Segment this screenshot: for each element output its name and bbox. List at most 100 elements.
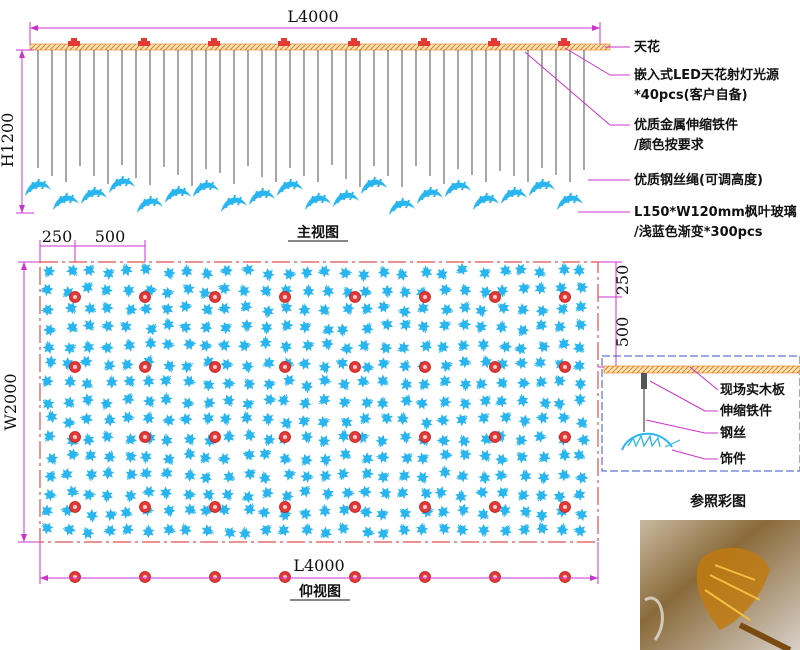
- plan-light: [279, 571, 291, 583]
- leaf-cluster: [221, 194, 247, 212]
- plan-light: [209, 571, 221, 583]
- plan-light: [209, 361, 221, 373]
- plan-outline: [39, 261, 599, 543]
- callout-ceiling: 天花: [634, 39, 660, 55]
- ceiling-light: [558, 38, 570, 46]
- leaf-cluster: [473, 192, 499, 210]
- plan-light: [489, 361, 501, 373]
- plan-light: [279, 431, 291, 443]
- plan-light: [349, 431, 361, 443]
- leaf-cluster: [529, 178, 555, 196]
- callout-leaf-line1: L150*W120mm枫叶玻璃: [634, 204, 797, 220]
- leaf-cluster: [137, 195, 163, 213]
- ceiling-light: [418, 38, 430, 46]
- leaf-cluster: [305, 192, 331, 210]
- plan-light: [279, 291, 291, 303]
- ceiling-light: [348, 38, 360, 46]
- dim-500-right: 500: [613, 317, 632, 348]
- plan-light: [69, 571, 81, 583]
- plan-light: [209, 431, 221, 443]
- plan-light: [69, 431, 81, 443]
- plan-light: [559, 571, 571, 583]
- front-lights: [68, 38, 570, 46]
- plan-light: [349, 291, 361, 303]
- plan-light: [279, 361, 291, 373]
- front-view: L4000 H1200 天花 嵌入式LED天花射灯光源 *40pcs(客户自备)…: [0, 7, 797, 242]
- detail-label-fitting: 伸缩铁件: [719, 403, 772, 419]
- leaf-cluster: [249, 187, 275, 205]
- dim-500-top: 500: [95, 227, 126, 246]
- callout-light-line2: *40pcs(客户自备): [634, 87, 748, 103]
- width-label: W2000: [1, 373, 20, 430]
- detail-view: 现场实木板 伸缩铁件 钢丝 饰件: [601, 355, 800, 472]
- plan-light: [349, 501, 361, 513]
- leaf-cluster: [81, 186, 107, 204]
- leaf-cluster: [193, 179, 219, 197]
- plan-light: [419, 501, 431, 513]
- leaf-cluster: [53, 192, 79, 210]
- detail-label-wire: 钢丝: [720, 425, 746, 441]
- front-wires: [25, 50, 585, 215]
- callout-fitting-line2: /颜色按要求: [634, 137, 705, 153]
- leaf-cluster: [445, 179, 471, 197]
- callout-wire: 优质钢丝绳(可调高度): [634, 172, 763, 188]
- plan-light: [419, 431, 431, 443]
- plan-light: [209, 501, 221, 513]
- plan-light: [489, 501, 501, 513]
- front-length-label: L4000: [287, 7, 338, 26]
- leaf-cluster: [389, 197, 415, 215]
- dim-250-top: 250: [42, 227, 73, 246]
- reference-photo: 参照彩图: [640, 493, 800, 650]
- detail-label-ornament: 饰件: [720, 451, 746, 467]
- plan-light: [69, 501, 81, 513]
- plan-light: [489, 571, 501, 583]
- detail-board: [603, 365, 800, 374]
- plan-light: [559, 291, 571, 303]
- leaf-cluster: [501, 186, 527, 204]
- leaf-cluster: [333, 189, 359, 207]
- plan-light: [419, 571, 431, 583]
- plan-light: [349, 361, 361, 373]
- plan-light: [419, 361, 431, 373]
- front-height-label: H1200: [0, 113, 17, 168]
- ceiling-light: [208, 38, 220, 46]
- plan-light: [559, 431, 571, 443]
- plan-light: [139, 291, 151, 303]
- ceiling-light: [138, 38, 150, 46]
- plan-light: [139, 431, 151, 443]
- ceiling-light: [488, 38, 500, 46]
- bottom-length-label: L4000: [293, 556, 344, 575]
- plan-light: [349, 571, 361, 583]
- leaf-cluster: [165, 185, 191, 203]
- callout-leaf-line2: /浅蓝色渐变*300pcs: [634, 224, 763, 240]
- leaf-cluster: [361, 176, 387, 194]
- plan-light: [139, 361, 151, 373]
- leaf-cluster: [557, 192, 583, 210]
- plan-lights: [69, 291, 571, 583]
- front-view-title: 主视图: [297, 224, 339, 241]
- leaf-cluster: [25, 178, 51, 196]
- dim-250-right: 250: [613, 265, 632, 296]
- callout-light-line1: 嵌入式LED天花射灯光源: [634, 67, 779, 83]
- callout-fitting-line1: 优质金属伸缩铁件: [634, 117, 738, 133]
- ceiling-light: [68, 38, 80, 46]
- leaf-cluster: [109, 175, 135, 193]
- bottom-view: 250 500 W2000 250 500 L4000 仰视图: [1, 227, 632, 601]
- plan-light: [419, 291, 431, 303]
- detail-ornament: [621, 432, 681, 451]
- ceiling-light: [278, 38, 290, 46]
- plan-light: [139, 571, 151, 583]
- plan-light: [139, 501, 151, 513]
- reference-title: 参照彩图: [690, 493, 746, 510]
- plan-light: [69, 291, 81, 303]
- detail-fitting: [641, 373, 647, 389]
- plan-light: [209, 291, 221, 303]
- detail-frame: [601, 355, 800, 472]
- detail-label-board: 现场实木板: [720, 382, 786, 398]
- ceiling-strip: [29, 43, 611, 51]
- plan-light: [489, 291, 501, 303]
- leaf-cluster: [277, 178, 303, 196]
- plan-light: [279, 501, 291, 513]
- bottom-view-title: 仰视图: [299, 583, 341, 600]
